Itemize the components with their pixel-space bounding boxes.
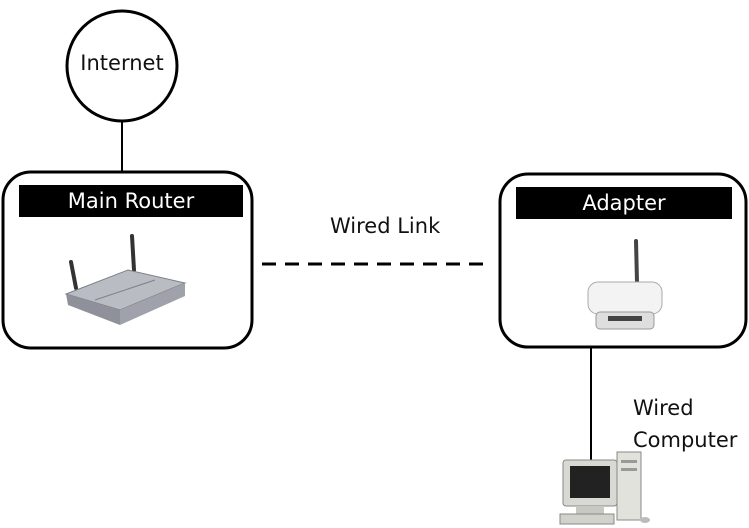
internet-label: Internet: [80, 51, 164, 75]
main-router-title: Main Router: [19, 185, 243, 217]
computer-icon: [559, 451, 650, 525]
wired-link-label: Wired Link: [330, 214, 441, 238]
router-device-icon: [64, 234, 187, 325]
adapter-device-icon: [587, 239, 663, 330]
wired-computer-label-line1: Wired: [633, 396, 694, 420]
adapter-title: Adapter: [516, 187, 732, 219]
wired-computer-label-line2: Computer: [633, 428, 738, 452]
wired-computer-label: Wired Computer: [633, 392, 737, 456]
